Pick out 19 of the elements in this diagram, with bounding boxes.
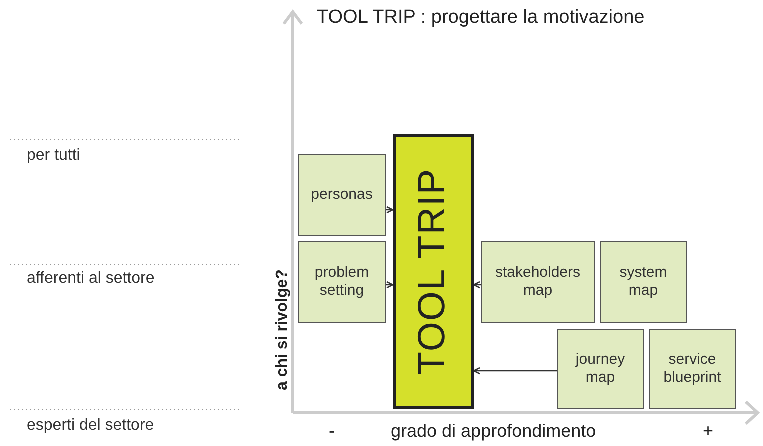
audience-level-label: afferenti al settore xyxy=(27,270,155,288)
axis-label: grado di approfondimento xyxy=(391,421,596,442)
arrow xyxy=(386,281,394,289)
axis-label: a chi si rivolge? xyxy=(274,270,292,390)
tool-box: journey map xyxy=(557,329,644,409)
audience-level-label: per tutti xyxy=(27,147,80,165)
axis-min-label: - xyxy=(329,421,335,442)
tool-box: service blueprint xyxy=(649,329,736,409)
tool-box: stakeholders map xyxy=(481,241,595,323)
title: TOOL TRIP : progettare la motivazione xyxy=(317,7,645,29)
audience-level-label: esperti del settore xyxy=(27,417,154,435)
main-tool-box: TOOL TRIP xyxy=(393,134,474,409)
arrow xyxy=(473,281,481,289)
axis-max-label: + xyxy=(703,421,714,442)
tool-box: system map xyxy=(600,241,687,323)
tool-box: personas xyxy=(298,154,386,236)
arrow xyxy=(386,206,394,214)
arrow xyxy=(473,367,557,375)
tool-box: problem setting xyxy=(298,241,386,323)
